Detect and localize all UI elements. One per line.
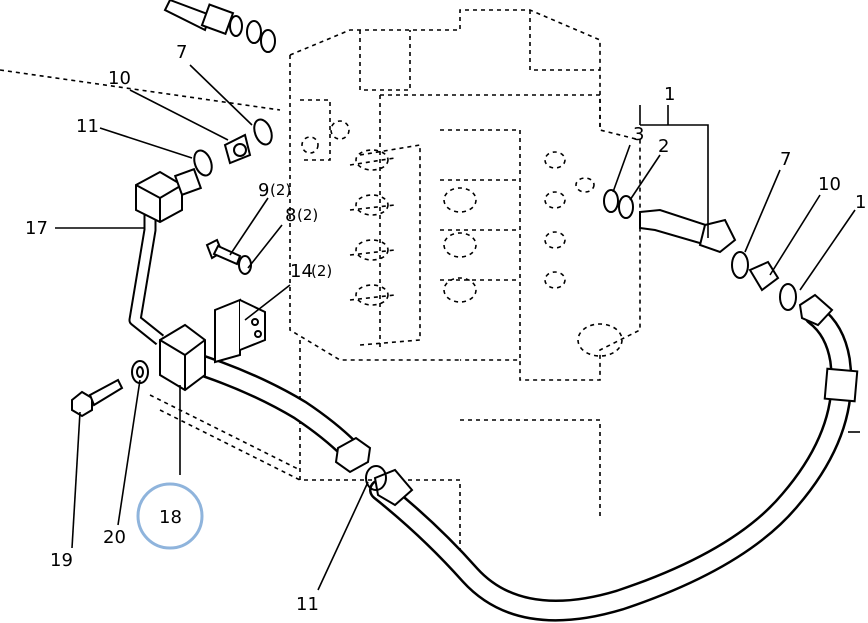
callout-18: 18 [159,507,182,528]
callout-19: 19 [50,550,73,571]
callout-labels: 1 3 2 7 10 1 7 10 11 17 9 (2) 8 (2) 14 (… [25,42,866,615]
callout-17: 17 [25,218,48,239]
callout-8: 8 [285,205,296,226]
callout-2: 2 [658,136,669,157]
callout-9-qty: (2) [270,181,291,199]
leader-lines [55,64,860,591]
callout-20: 20 [103,527,126,548]
callout-10-right: 10 [818,174,841,195]
callout-9: 9 [258,180,269,201]
callout-10-left: 10 [108,68,131,89]
callout-7-left: 7 [176,42,187,63]
callout-11-left: 11 [76,116,99,137]
callout-1-right: 1 [855,192,866,213]
highlight-circle [136,482,204,550]
callout-7-right: 7 [780,149,791,170]
callout-1-top: 1 [664,84,675,105]
right-fittings [603,189,797,311]
main-hose [365,293,859,622]
callout-14: 14 [290,261,313,282]
tube-assembly [128,167,372,474]
upper-hose-fitting [163,0,276,53]
bolt-and-washer-19-20 [71,360,149,418]
callout-8-qty: (2) [297,206,318,224]
callout-11-bottom: 11 [296,594,319,615]
callout-3: 3 [633,124,644,145]
callout-14-qty: (2) [311,262,332,280]
bracket [214,298,266,364]
left-fittings [193,118,273,177]
bolt-and-washer-9-8 [205,238,252,275]
control-valve-block [0,9,641,560]
